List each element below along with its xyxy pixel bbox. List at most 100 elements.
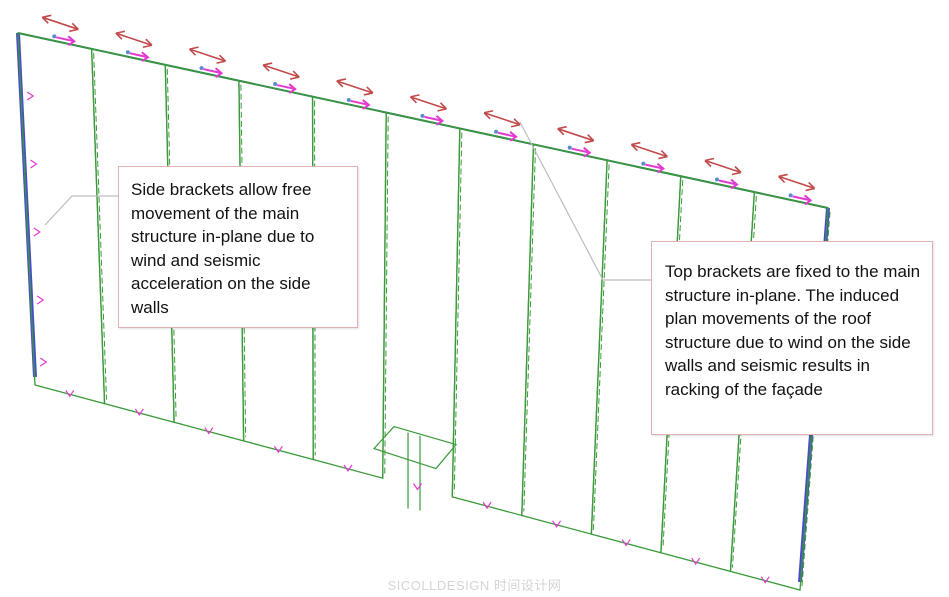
bracket-marker-icon bbox=[203, 67, 224, 78]
panel-joint bbox=[384, 116, 389, 475]
arrow-shaft bbox=[42, 16, 79, 31]
arrow-shaft bbox=[704, 159, 742, 174]
facade-panels bbox=[16, 32, 831, 591]
arrow-shaft bbox=[483, 112, 521, 126]
bracket-marker-icon bbox=[497, 131, 518, 142]
base-bracket-icon bbox=[273, 445, 283, 454]
side-brackets-text: Side brackets allow free movement of the… bbox=[131, 180, 315, 317]
wall-panel bbox=[17, 32, 106, 405]
arrow-shaft bbox=[557, 127, 594, 142]
arrow-shaft bbox=[410, 96, 447, 110]
arrow-head-right bbox=[142, 38, 153, 49]
top-brackets-callout: Top brackets are fixed to the main struc… bbox=[651, 241, 933, 435]
side-bracket-icon bbox=[30, 159, 38, 169]
arrow-head-right bbox=[658, 150, 668, 160]
bracket-marker-icon bbox=[129, 51, 150, 63]
base-bracket-icon bbox=[760, 576, 770, 584]
bracket-node bbox=[52, 34, 57, 39]
panel-joint bbox=[592, 164, 610, 531]
base-bracket-icon bbox=[134, 408, 144, 417]
side-bracket-icon bbox=[33, 227, 41, 237]
double-arrow-icon bbox=[557, 125, 595, 144]
arrow-head-left bbox=[409, 94, 420, 104]
double-arrow-icon bbox=[336, 78, 374, 96]
arrow-head-left bbox=[115, 30, 126, 40]
bracket-marker-icon bbox=[571, 146, 592, 158]
side-bracket-icon bbox=[39, 357, 48, 367]
base-bracket-icon bbox=[552, 520, 562, 528]
arrow-head-left bbox=[41, 14, 52, 24]
arrow-head-right bbox=[216, 54, 227, 64]
side-brackets-callout: Side brackets allow free movement of the… bbox=[118, 166, 358, 328]
bracket-marker-icon bbox=[350, 99, 371, 110]
base-bracket-icon bbox=[343, 464, 353, 472]
panel-joint bbox=[453, 132, 463, 493]
arrow-head-left bbox=[557, 125, 567, 136]
double-arrow-icon bbox=[115, 30, 153, 49]
arrow-head-left bbox=[778, 173, 788, 183]
leader-lines bbox=[44, 121, 651, 281]
arrow-head-left bbox=[483, 109, 494, 120]
arrow-head-left bbox=[262, 62, 273, 72]
base-bracket-icon bbox=[482, 501, 492, 510]
double-arrow-icon bbox=[409, 94, 448, 112]
door-canopy bbox=[372, 425, 458, 470]
base-bracket-icon bbox=[204, 427, 214, 435]
arrow-head-right bbox=[731, 165, 742, 176]
bracket-marker-icon bbox=[792, 194, 813, 206]
arrow-head-right bbox=[69, 22, 79, 33]
wall-panel bbox=[382, 111, 461, 497]
base-bracket-icon bbox=[691, 557, 701, 566]
double-arrow-icon bbox=[262, 62, 300, 80]
watermark: SICOLLDESIGN 时间设计网 bbox=[387, 578, 562, 593]
bracket-node bbox=[641, 161, 646, 166]
arrow-head-left bbox=[704, 157, 715, 168]
arrow-shaft bbox=[336, 80, 374, 94]
brackets-and-arrows bbox=[26, 14, 816, 584]
top-brackets-text: Top brackets are fixed to the main struc… bbox=[665, 262, 921, 399]
bracket-marker-icon bbox=[276, 83, 297, 94]
arrow-head-right bbox=[805, 181, 816, 192]
arrow-head-right bbox=[363, 86, 374, 96]
panel-joint bbox=[523, 148, 536, 512]
panel-joint bbox=[93, 52, 108, 400]
double-arrow-icon bbox=[483, 109, 521, 128]
panel-joint bbox=[731, 196, 757, 568]
arrow-head-right bbox=[290, 70, 300, 80]
side-bracket-icon bbox=[36, 295, 45, 305]
side-callout-leader bbox=[44, 195, 118, 226]
arrow-head-right bbox=[584, 134, 595, 144]
double-arrow-icon bbox=[704, 157, 742, 176]
top-callout-leader bbox=[519, 121, 651, 281]
arrow-head-right bbox=[437, 102, 448, 112]
bracket-node bbox=[199, 66, 204, 71]
bracket-marker-icon bbox=[718, 178, 739, 190]
bracket-marker-icon bbox=[645, 162, 666, 174]
base-bracket-icon bbox=[621, 539, 631, 547]
bracket-marker-icon bbox=[424, 115, 445, 126]
bracket-node bbox=[788, 193, 793, 198]
arrow-shaft bbox=[189, 48, 226, 62]
arrow-head-left bbox=[188, 46, 199, 56]
arrow-shaft bbox=[115, 32, 153, 46]
base-bracket-icon bbox=[65, 389, 75, 398]
bracket-node bbox=[273, 82, 278, 87]
wall-panel bbox=[729, 191, 829, 591]
side-bracket-icon bbox=[26, 91, 35, 101]
arrow-shaft bbox=[262, 64, 300, 78]
bracket-node bbox=[420, 113, 425, 118]
arrow-shaft bbox=[778, 175, 815, 190]
base-bracket-icon bbox=[413, 483, 422, 491]
arrow-shaft bbox=[631, 143, 668, 158]
double-arrow-icon bbox=[41, 14, 79, 33]
arrow-head-left bbox=[630, 141, 641, 152]
panel-joint bbox=[314, 100, 316, 456]
wall-panel bbox=[451, 127, 535, 517]
double-arrow-icon bbox=[778, 173, 816, 192]
arrow-head-right bbox=[510, 118, 521, 128]
bracket-node bbox=[715, 177, 719, 182]
double-arrow-icon bbox=[188, 46, 227, 64]
bracket-node bbox=[494, 129, 499, 134]
bracket-node bbox=[346, 97, 351, 102]
